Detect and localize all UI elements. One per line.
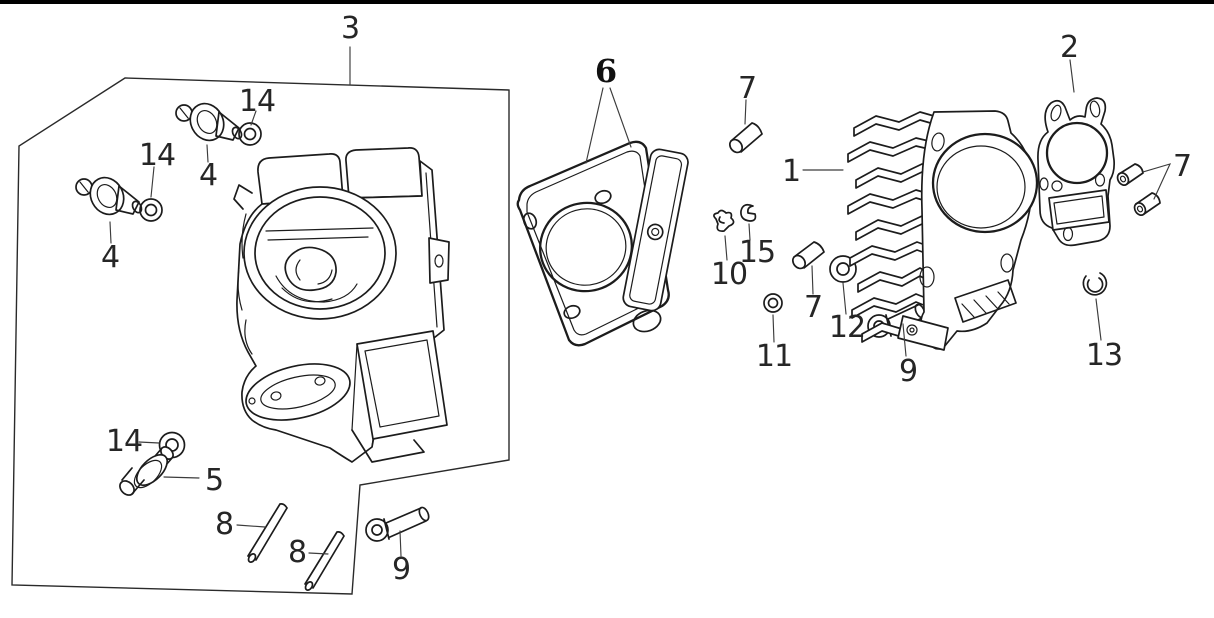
callout-8-b: 8 <box>288 535 306 570</box>
callout-1: 1 <box>782 154 800 189</box>
callout-labels: 3 6 7 2 1 14 4 14 4 10 15 7 12 11 9 13 7… <box>101 11 1192 587</box>
callout-3: 3 <box>341 11 359 46</box>
part12-oring <box>830 256 856 282</box>
part7-dowel-right-b <box>1132 193 1160 217</box>
callout-14-c: 14 <box>106 424 142 459</box>
part9-bolt-bottom <box>366 506 431 541</box>
callout-8-a: 8 <box>215 507 233 542</box>
callout-5: 5 <box>205 463 223 498</box>
callout-4-a: 4 <box>199 158 217 193</box>
part6-guide-plate <box>622 148 690 312</box>
leader-lines <box>110 47 1170 556</box>
callout-6: 6 <box>595 52 617 90</box>
part4-valve-adjuster-b <box>76 172 143 221</box>
callout-15: 15 <box>739 235 775 270</box>
part7-dowel-top <box>727 123 762 155</box>
callout-13: 13 <box>1086 338 1122 373</box>
part11-washer <box>764 294 782 312</box>
part15-keeper <box>741 205 756 221</box>
callout-10: 10 <box>711 257 747 292</box>
callout-7-mid: 7 <box>804 290 822 325</box>
callout-9-bottom: 9 <box>392 552 410 587</box>
callout-14-a: 14 <box>239 84 275 119</box>
callout-4-b: 4 <box>101 240 119 275</box>
cylinder-head-drawing <box>234 148 449 462</box>
part8-stud-a <box>247 504 287 564</box>
part7-dowel-mid <box>790 242 824 271</box>
part8-stud-b <box>304 532 344 592</box>
part4-valve-adjuster-a <box>176 98 243 147</box>
callout-2: 2 <box>1060 30 1078 65</box>
callout-14-b: 14 <box>139 138 175 173</box>
part2-base-gasket <box>1038 98 1114 245</box>
part14-washer-b <box>140 199 162 221</box>
part1-cylinder-block <box>848 111 1037 350</box>
callout-11: 11 <box>756 339 792 374</box>
part3-boundary-outline <box>12 78 509 594</box>
part13-snap-ring <box>1083 273 1106 295</box>
part5-tappet-screw <box>117 445 175 498</box>
part14-washer-a <box>239 123 261 145</box>
top-edge-bar <box>0 0 1214 4</box>
callout-12: 12 <box>829 310 865 345</box>
callout-7-right: 7 <box>1173 149 1191 184</box>
part7-dowel-right-a <box>1115 164 1143 187</box>
part10-clip <box>714 211 734 232</box>
callout-7-top: 7 <box>738 71 756 106</box>
callout-9-mid: 9 <box>899 354 917 389</box>
